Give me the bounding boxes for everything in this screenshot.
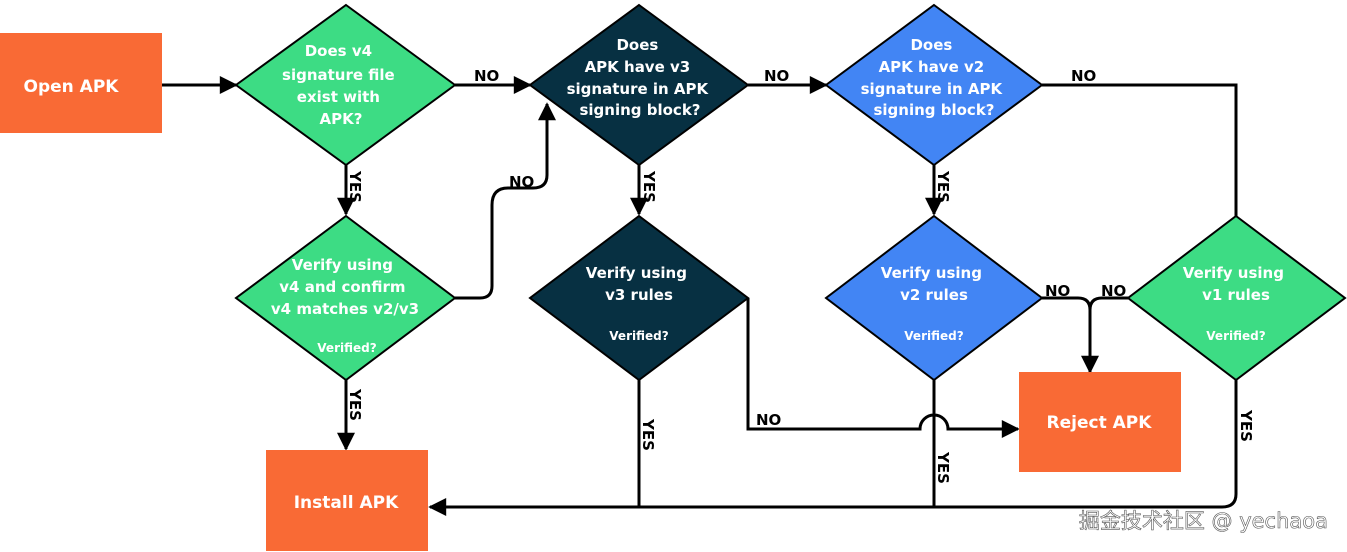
- reject-apk-label: Reject APK: [1047, 413, 1153, 433]
- label-yes-verify-v1: YES: [1237, 409, 1255, 442]
- verify-v2-subtext: Verified?: [904, 329, 963, 343]
- verify-v1-text: Verify using v1 rules: [1183, 264, 1289, 304]
- label-yes-verify-v3: YES: [639, 418, 657, 451]
- edge-verify-v1-yes-to-install: [428, 380, 1238, 516]
- label-yes-qv2: YES: [934, 170, 952, 203]
- label-yes-qv4: YES: [346, 170, 364, 203]
- label-yes-qv3: YES: [640, 170, 658, 203]
- watermark: 掘金技术社区 @ yechaoa: [1079, 509, 1328, 533]
- label-no-verify-v2: NO: [1045, 282, 1070, 300]
- q-v3-text: Does APK have v3 signature in APK signin…: [567, 36, 714, 119]
- label-no-verify-v3: NO: [756, 411, 781, 429]
- edge-verify-v4-no-to-qv3: [455, 102, 556, 300]
- open-apk-label: Open APK: [24, 77, 120, 97]
- verify-v3-text: Verify using v3 rules: [586, 264, 692, 304]
- label-no-verify-v1: NO: [1101, 282, 1126, 300]
- q-v3-diamond: [528, 3, 750, 167]
- verify-v4-subtext: Verified?: [317, 341, 376, 355]
- q-v4-diamond: [234, 3, 457, 167]
- verify-v3-subtext: Verified?: [609, 329, 668, 343]
- connectors: [162, 76, 1238, 516]
- install-apk-box: [266, 450, 428, 551]
- verify-v1-subtext: Verified?: [1206, 329, 1265, 343]
- label-no-qv3: NO: [764, 67, 789, 85]
- verify-v4-diamond: [234, 214, 457, 382]
- reject-apk-box: [1019, 372, 1181, 472]
- verify-v1-diamond: [1126, 214, 1347, 382]
- open-apk-box: [0, 33, 162, 133]
- install-apk-label: Install APK: [294, 493, 399, 513]
- edge-verify-v1-no-to-reject: [1088, 296, 1128, 311]
- verify-v2-text: Verify using v2 rules: [881, 264, 987, 304]
- edge-verify-v2-no-to-reject: [1042, 296, 1099, 374]
- edge-qv2-no-to-verify-v1: [1042, 83, 1238, 217]
- verify-v3-diamond: [528, 214, 750, 382]
- verify-v4-text: Verify using v4 and confirm v4 matches v…: [271, 256, 419, 318]
- label-yes-verify-v4: YES: [346, 388, 364, 421]
- label-yes-verify-v2: YES: [934, 451, 952, 484]
- label-no-verify-v4: NO: [509, 173, 534, 191]
- label-no-qv2: NO: [1071, 67, 1096, 85]
- verify-v2-diamond: [824, 214, 1044, 382]
- q-v2-diamond: [824, 3, 1044, 167]
- q-v4-text: Does v4 signature file exist with APK?: [282, 42, 400, 128]
- q-v2-text: Does APK have v2 signature in APK signin…: [861, 36, 1008, 119]
- label-no-qv4: NO: [474, 67, 499, 85]
